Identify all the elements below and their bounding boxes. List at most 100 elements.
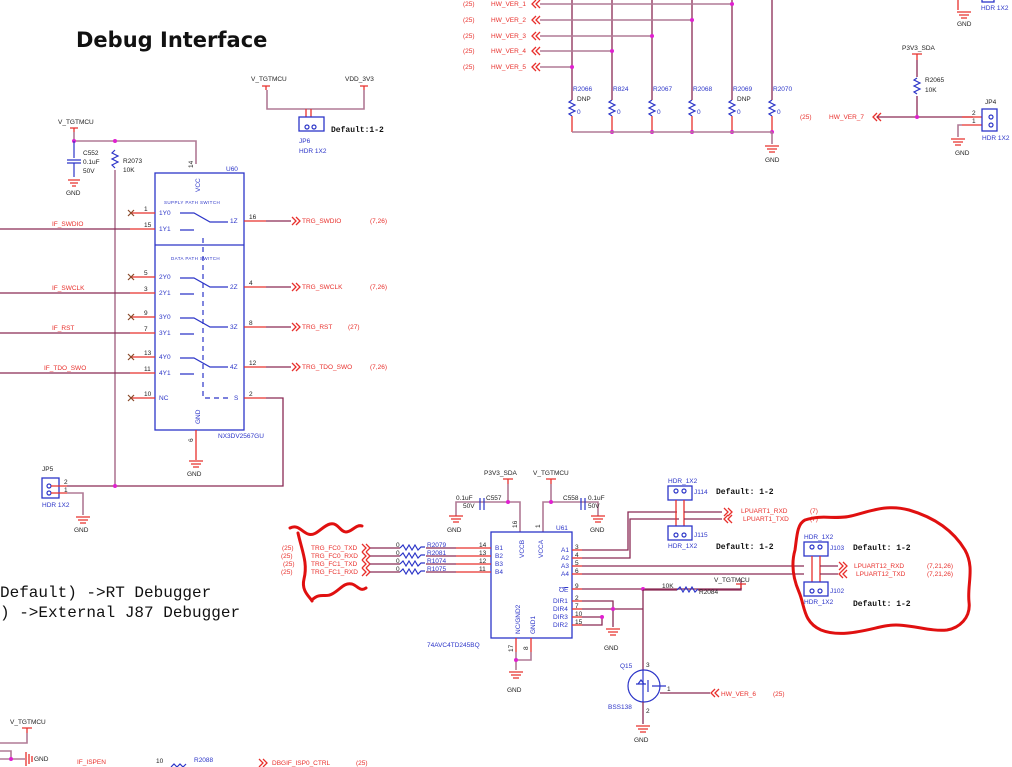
u61-body[interactable] (490, 531, 573, 639)
pin (675, 500, 685, 526)
net-if-swdio[interactable]: IF_SWDIO (52, 221, 83, 228)
wire (0, 733, 28, 760)
strap-resistor-value: 0 (777, 109, 781, 116)
j115-header[interactable] (667, 525, 693, 541)
wire (684, 511, 722, 520)
u60-switch[interactable]: 14 U60 VCC SUPPLY PATH SWITCH DATA PATH … (127, 160, 266, 478)
strap-resistor-ref: R2069 (733, 86, 753, 93)
r2084-value: 10K (662, 583, 674, 590)
net-lpuart1-rxd[interactable]: LPUART1_RXD (741, 508, 788, 515)
junction (570, 65, 574, 69)
jp4-header[interactable] (981, 108, 998, 132)
net-hw-ver[interactable]: HW_VER_4 (491, 48, 526, 55)
strap-resistor-value: 0 (737, 109, 741, 116)
gnd-symbol (636, 725, 650, 733)
port-arrow-icon (361, 543, 371, 553)
net-fc[interactable]: TRG_FC0_TXD (311, 545, 358, 552)
q15-mosfet[interactable]: Q15 BSS138 3 1 2 GND HW_VER_6 (25) (608, 662, 785, 744)
net-if-ispen[interactable]: IF_ISPEN (77, 759, 106, 766)
net-trg[interactable]: TRG_TDO_SWO (302, 364, 352, 371)
jp6-header[interactable] (298, 116, 325, 132)
r2073-value: 10K (123, 167, 135, 174)
u61-pin-num: 10 (575, 611, 583, 618)
jp6-type: HDR 1X2 (299, 148, 327, 155)
u61-gnd2-label: NC/GND2 (515, 604, 522, 634)
hw-ver-ref: (25) (463, 17, 475, 24)
j102-header[interactable] (803, 581, 829, 597)
gnd-symbol (68, 179, 80, 187)
r2065-value: 10K (925, 87, 937, 94)
u60-pin-num: 15 (144, 222, 152, 229)
net-if-rst[interactable]: IF_RST (52, 325, 74, 332)
q15-pin3: 3 (646, 662, 650, 669)
net-lpuart12-txd[interactable]: LPUART12_TXD (856, 571, 906, 578)
net-hw-ver[interactable]: HW_VER_1 (491, 1, 526, 8)
c557-capacitor (479, 498, 485, 510)
net-fc[interactable]: TRG_FC0_RXD (311, 553, 358, 560)
power-port-symbol (22, 727, 32, 733)
port-arrow-icon (531, 62, 541, 72)
net-if-tdo-swo[interactable]: IF_TDO_SWO (44, 365, 86, 372)
u61-part: 74AVC4TD245BQ (427, 642, 480, 649)
top-right-header[interactable] (981, 0, 995, 3)
junction (600, 615, 604, 619)
series-resistor-value: 0 (396, 542, 400, 549)
net-dbgif-isp0-ctrl[interactable]: DBGIF_ISP0_CTRL (272, 760, 331, 767)
j114-j115-section: HDR_1X2 J114 Default: 1-2 J115 HDR_1X2 D… (667, 478, 818, 552)
u60-pin-name: 2Y1 (159, 290, 171, 297)
u60-pin-name: 1Z (230, 218, 238, 225)
net-if-swclk[interactable]: IF_SWCLK (52, 285, 85, 292)
u60-part: NX3DV2567GU (218, 433, 264, 440)
net-hw-ver[interactable]: HW_VER_5 (491, 64, 526, 71)
net-hw-ver[interactable]: HW_VER_2 (491, 17, 526, 24)
net-hw-ver-6[interactable]: HW_VER_6 (721, 691, 756, 698)
net-hw-ver-7[interactable]: HW_VER_7 (829, 114, 864, 121)
u60-pin-name: 3Y0 (159, 314, 171, 321)
net-trg[interactable]: TRG_SWDIO (302, 218, 341, 225)
wire (455, 484, 599, 532)
u60-pin-num: 12 (249, 360, 257, 367)
u61-vccb-pin-num: 16 (512, 520, 519, 528)
power-label-v-tgtmcu: V_TGTMCU (533, 470, 569, 477)
j114-header[interactable] (667, 485, 693, 501)
net-lpuart12-rxd[interactable]: LPUART12_RXD (854, 563, 904, 570)
jp4-pin1: 1 (972, 118, 976, 125)
wire (820, 565, 838, 575)
junction (730, 2, 734, 6)
net-lpuart1-txd[interactable]: LPUART1_TXD (743, 516, 789, 523)
u60-pin-num: 2 (249, 391, 253, 398)
no-connect-icon (127, 313, 135, 321)
u61-gnd2-pin-num: 17 (508, 644, 515, 652)
net-fc[interactable]: TRG_FC1_TXD (311, 561, 358, 568)
j114-default: Default: 1-2 (716, 488, 774, 497)
jp4-pin2: 2 (972, 110, 976, 117)
lpuart1-txd-ref: (7) (810, 516, 818, 523)
u60-pin-num: 11 (144, 366, 151, 373)
power-label-p3v3-sda: P3V3_SDA (484, 470, 518, 477)
r2065-resistor (912, 77, 922, 95)
u61-vcca-label: VCCA (538, 539, 545, 558)
net-fc[interactable]: TRG_FC1_RXD (311, 569, 358, 576)
port-arrow-icon (291, 362, 301, 372)
gnd-symbol (951, 138, 965, 146)
u60-pin-num: 8 (249, 320, 253, 327)
power-label-p3v3-sda: P3V3_SDA (902, 45, 936, 52)
j115-type: HDR_1X2 (668, 543, 698, 550)
strap-resistor-ref: R2066 (573, 86, 593, 93)
r2065-ref: R2065 (925, 77, 945, 84)
pin (962, 116, 982, 126)
u61-pin-name: B3 (495, 561, 503, 568)
power-label-vdd-3v3: VDD_3V3 (345, 76, 374, 83)
gnd-label: GND (187, 471, 202, 478)
pin-hole (809, 544, 815, 550)
u60-pin-name: 4Y1 (159, 370, 171, 377)
j115-default: Default: 1-2 (716, 543, 774, 552)
series-resistor (399, 559, 425, 568)
net-hw-ver[interactable]: HW_VER_3 (491, 33, 526, 40)
net-ref: (7,26) (370, 364, 387, 371)
net-trg[interactable]: TRG_SWCLK (302, 284, 343, 291)
j103-header[interactable] (803, 541, 829, 557)
u60-pin-num: 9 (144, 310, 148, 317)
u60-pin-num: 16 (249, 214, 257, 221)
net-trg[interactable]: TRG_RST (302, 324, 332, 331)
